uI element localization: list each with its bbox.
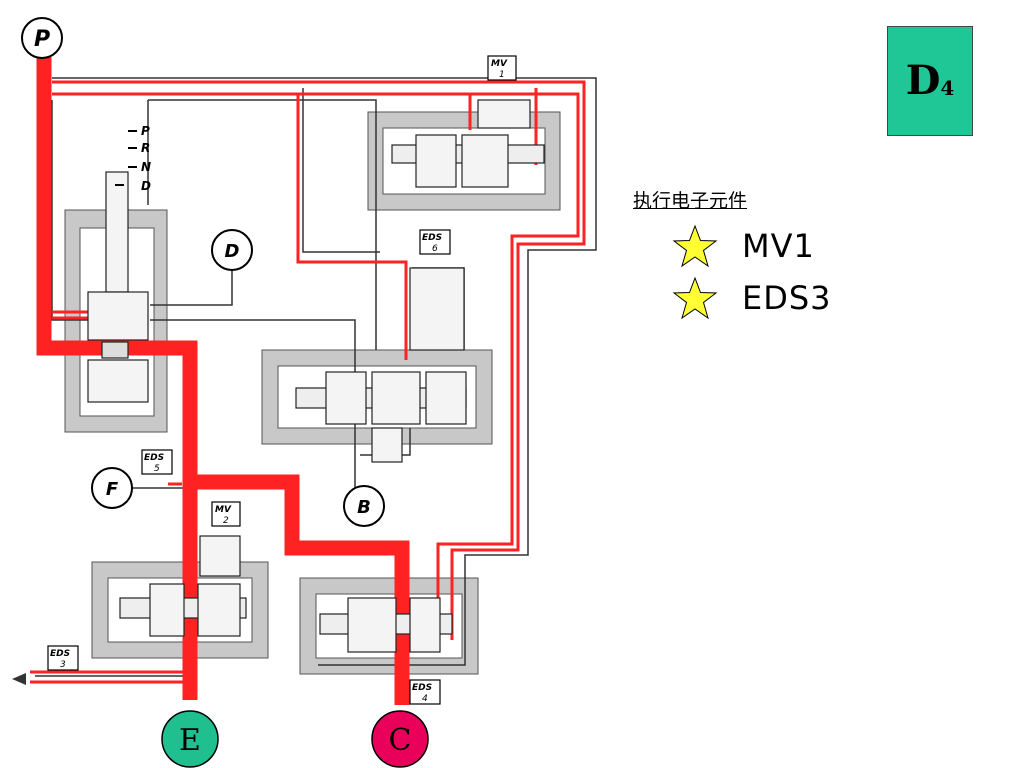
legend-title: 执行电子元件 <box>633 190 748 212</box>
legend-item-mv1: MV1 <box>672 224 815 268</box>
star-icon <box>672 224 718 268</box>
exhaust-arrow-icon <box>12 673 26 685</box>
valve-tag-eds5: EDS 5 <box>141 449 173 475</box>
svg-text:EDS: EDS <box>422 233 442 243</box>
svg-text:5: 5 <box>154 464 160 474</box>
svg-text:P: P <box>34 27 50 52</box>
selector-pos-p: P <box>141 124 150 138</box>
port-f: F <box>91 467 133 509</box>
svg-text:4: 4 <box>422 694 428 704</box>
svg-text:MV: MV <box>215 505 232 515</box>
legend-label-eds3: EDS3 <box>742 279 832 317</box>
valve-tag-mv2: MV 2 <box>211 501 241 527</box>
svg-text:EDS: EDS <box>50 649 70 659</box>
svg-text:D: D <box>225 241 240 262</box>
pressure-signal-lines <box>30 80 586 684</box>
port-c: C <box>371 710 429 768</box>
valve-tag-eds3: EDS 3 <box>47 645 79 671</box>
port-d: D <box>211 229 253 271</box>
svg-text:2: 2 <box>223 516 229 526</box>
star-icon <box>672 276 718 320</box>
valve-tag-mv1: MV 1 <box>487 55 517 81</box>
valve-tag-eds4: EDS 4 <box>409 679 441 705</box>
gear-badge: D 4 <box>887 26 973 136</box>
legend-item-eds3: EDS3 <box>672 276 832 320</box>
spools <box>87 99 545 653</box>
return-channels <box>35 77 597 677</box>
svg-text:EDS: EDS <box>144 453 164 463</box>
legend-label-mv1: MV1 <box>742 227 815 265</box>
valve-tag-eds6: EDS 6 <box>419 229 451 255</box>
port-p: P <box>21 17 63 59</box>
svg-text:MV: MV <box>491 59 508 69</box>
gear-badge-letter: D <box>905 57 941 104</box>
svg-text:EDS: EDS <box>412 683 432 693</box>
svg-text:1: 1 <box>499 70 505 80</box>
svg-text:3: 3 <box>60 660 66 670</box>
selector-pos-n: N <box>141 160 151 174</box>
port-e: E <box>161 710 219 768</box>
selector-pos-r: R <box>141 141 150 155</box>
selector-pos-d: D <box>141 179 151 193</box>
gear-badge-subscript: 4 <box>940 76 955 100</box>
svg-text:B: B <box>357 497 371 518</box>
svg-text:6: 6 <box>432 244 438 254</box>
port-b: B <box>343 485 385 527</box>
svg-text:E: E <box>179 723 201 758</box>
svg-text:C: C <box>389 723 412 758</box>
selector-position-markers: P R N D <box>115 124 151 193</box>
svg-text:F: F <box>106 479 119 500</box>
